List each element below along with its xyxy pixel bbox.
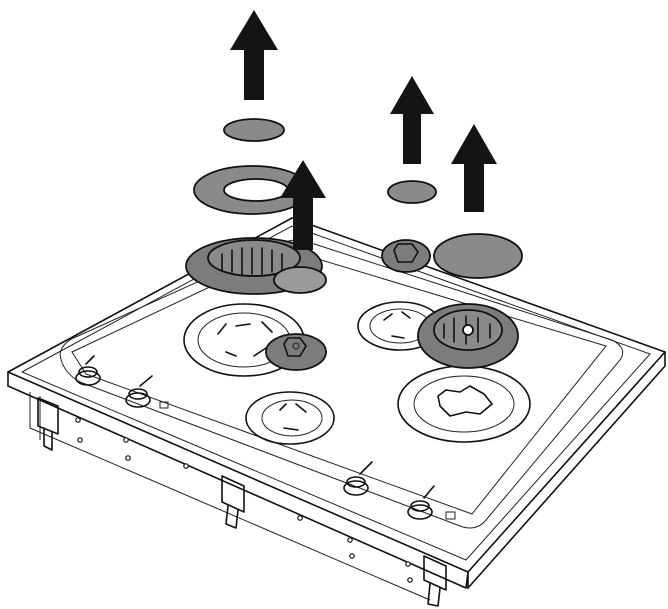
hob-top-inner-rim — [20, 225, 651, 561]
hob-recessed-well — [59, 239, 624, 529]
control-knobs — [75, 355, 456, 520]
burner-base-front-right — [397, 365, 531, 443]
knob-3 — [343, 461, 373, 496]
burner-cap-large-right — [433, 233, 523, 279]
front-face-screws — [75, 417, 413, 583]
mounting-bracket-left — [37, 397, 59, 451]
up-arrow-icon — [451, 124, 497, 212]
mounting-bracket-right — [423, 555, 447, 607]
burner-base-front-left — [245, 391, 335, 445]
burner-crown-small-front-left — [265, 333, 327, 371]
burner-cap-small-left — [223, 118, 285, 142]
mounting-bracket-middle — [221, 475, 245, 529]
up-arrow-icon — [280, 160, 326, 250]
burner-crown-left — [185, 237, 327, 295]
knob-2 — [125, 375, 169, 409]
burner-crown-small-right — [381, 239, 431, 273]
hob-front-face — [7, 371, 469, 589]
hob-inner-well — [71, 249, 607, 515]
up-arrow-icon — [390, 76, 434, 164]
hob-base-box — [29, 392, 431, 601]
knob-1 — [75, 355, 101, 386]
burner-crown-large-right — [417, 303, 519, 369]
knob-4 — [407, 485, 456, 520]
hob-panel — [7, 217, 666, 607]
burner-cap-small-right — [387, 180, 437, 204]
hob-right-face — [467, 351, 666, 589]
up-arrow-icon — [230, 10, 278, 100]
